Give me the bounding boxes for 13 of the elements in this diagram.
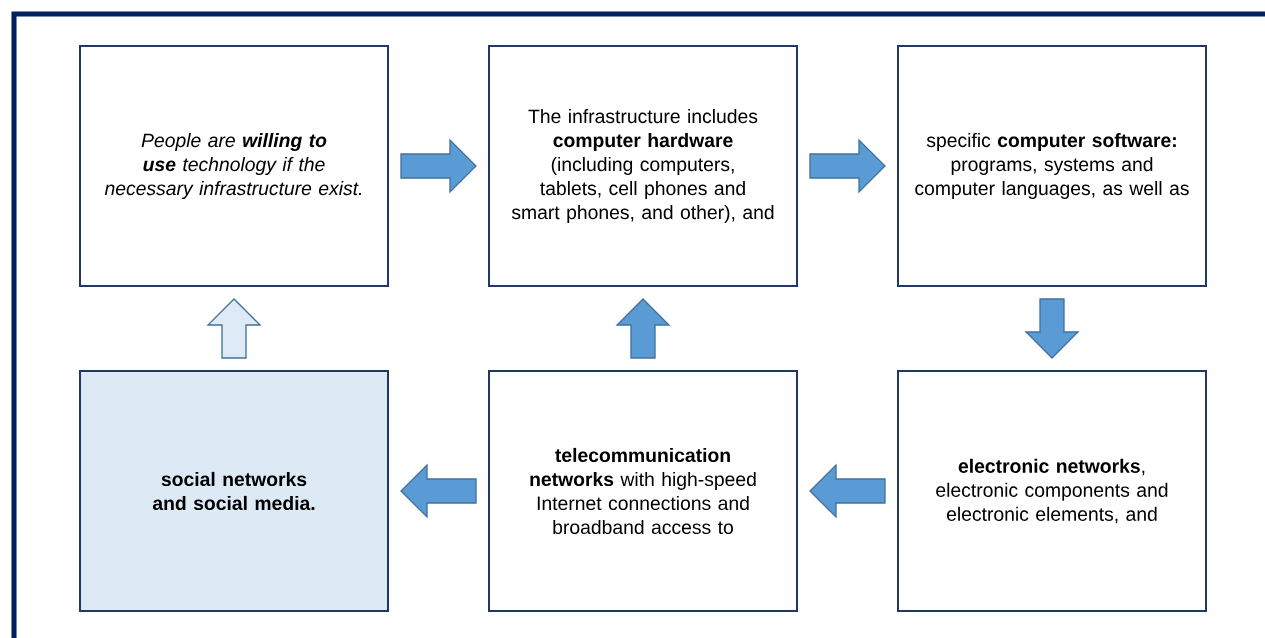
block-arrow bbox=[400, 138, 477, 194]
block-arrow bbox=[809, 138, 886, 194]
text-box: The infrastructure includes computer hardware (including computers, tablets, cell phones and smart phones, and other), and bbox=[488, 45, 798, 287]
text-box: specific computer software: programs, systems and computer languages, as well as bbox=[897, 45, 1207, 287]
block-arrow bbox=[206, 298, 262, 359]
text-box: social networks and social media. bbox=[79, 370, 389, 612]
text-box: People are willing to use technology if the necessary infrastructure exist. bbox=[79, 45, 389, 287]
text-box: telecommunication networks with high-speed Internet connections and broadband access to bbox=[488, 370, 798, 612]
block-arrow bbox=[1024, 298, 1080, 359]
block-arrow bbox=[809, 463, 886, 519]
block-arrow bbox=[615, 298, 671, 359]
block-arrow bbox=[400, 463, 477, 519]
text-box: electronic networks, electronic components and electronic elements, and bbox=[897, 370, 1207, 612]
